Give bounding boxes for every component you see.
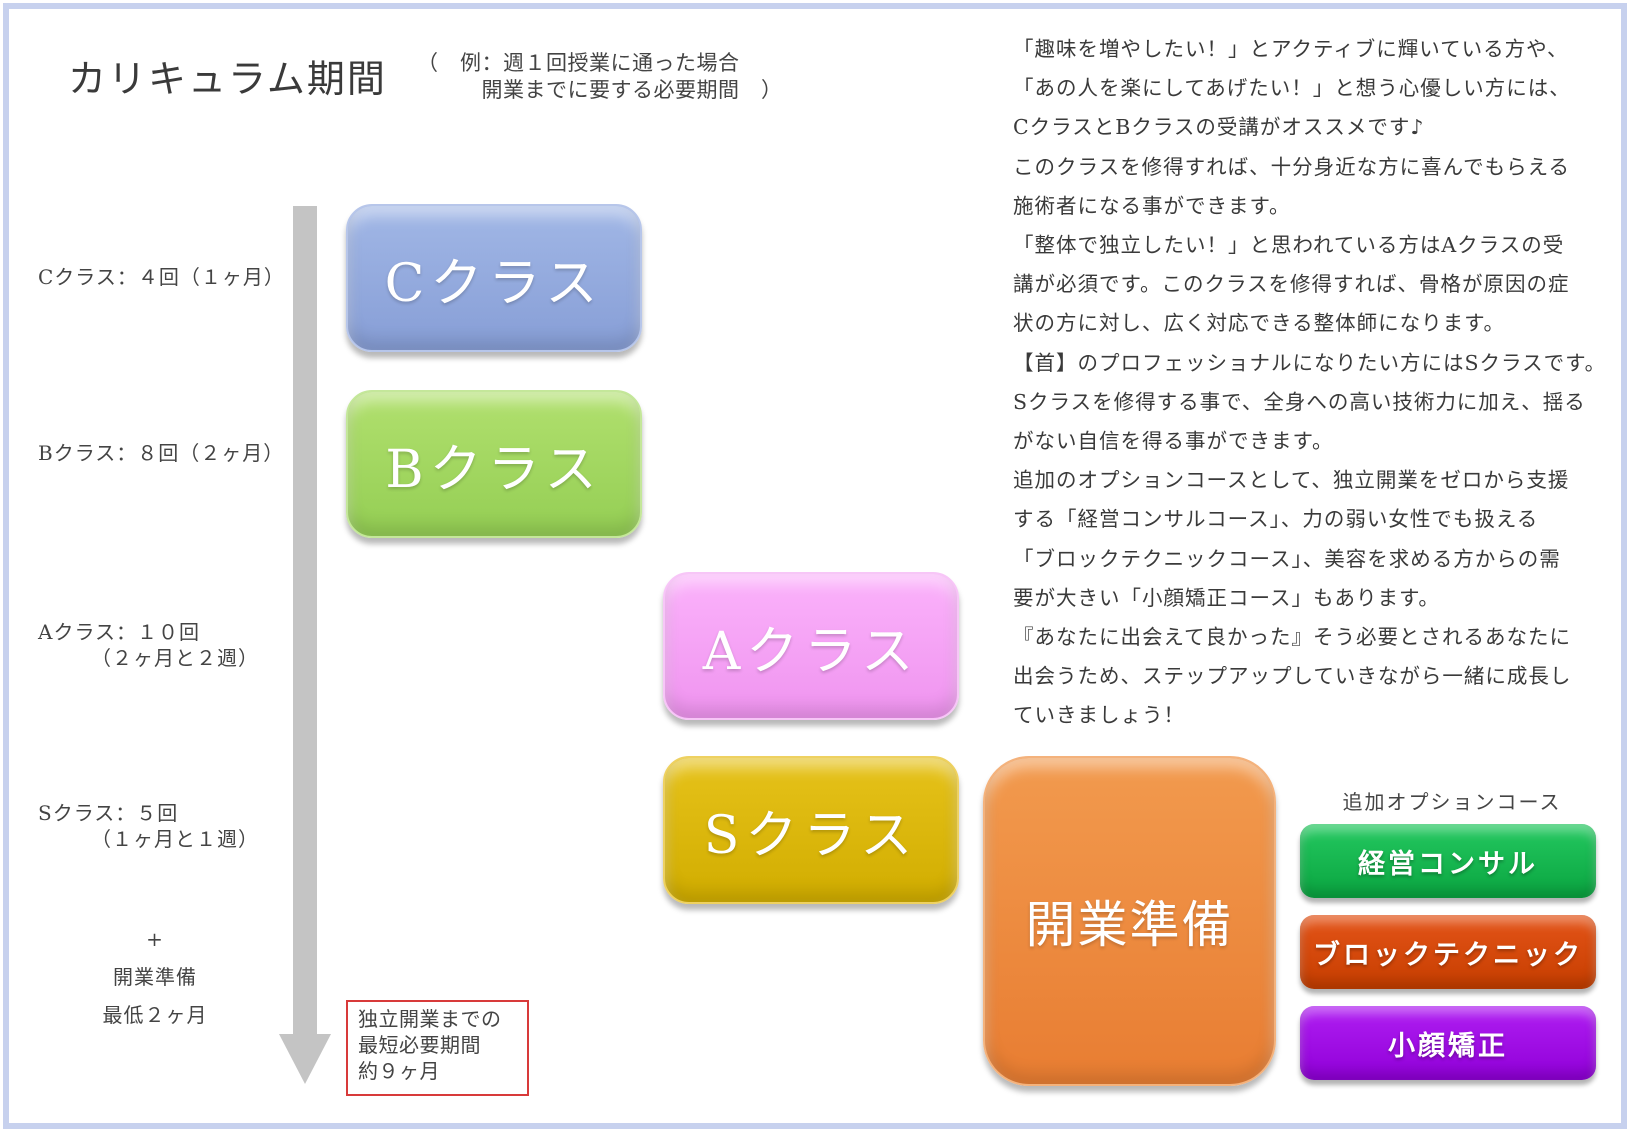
description-line: Sクラスを修得する事で、全身への高い技術力に加え、揺る [1013,389,1586,414]
class-a-box: Aクラス [663,572,959,720]
class-s-box: Sクラス [663,756,959,904]
timeline-label-b: Bクラス：８回（２ヶ月） [38,441,285,465]
description-text: 「趣味を増やしたい！」とアクティブに輝いている方や、「あの人を楽にしてあげたい！… [1013,30,1613,736]
timeline-label-a: Aクラス：１０回 （２ヶ月と２週） [38,620,259,670]
timeline-label-c: Cクラス：４回（１ヶ月） [38,265,285,289]
description-line: 「あの人を楽にしてあげたい！」と想う心優しい方には、 [1013,76,1571,101]
class-c-box: Cクラス [346,204,642,352]
description-line: 施術者になる事ができます。 [1013,193,1291,218]
title-note: （ 例：週１回授業に通った場合 開業までに要する必要期間 ） [417,51,783,102]
description-line: CクラスとBクラスの受講がオススメです♪ [1013,115,1425,140]
opening-prep-box: 開業準備 [983,756,1276,1086]
description-line: する「経営コンサルコース」、力の弱い女性でも扱える [1013,507,1539,532]
description-line: 追加のオプションコースとして、独立開業をゼロから支援 [1013,468,1570,493]
page-title: カリキュラム期間 [68,57,387,101]
class-b-box: Bクラス [346,390,642,538]
description-line: 『あなたに出会えて良かった』そう必要とされるあなたに [1013,625,1571,650]
minimum-period-note: 独立開業までの 最短必要期間 約９ヶ月 [346,1000,529,1096]
description-line: 講が必須です。このクラスを修得すれば、骨格が原因の症 [1013,272,1570,297]
description-line: 「ブロックテクニックコース」、美容を求める方からの需 [1013,546,1561,571]
option-small-face-button[interactable]: 小顔矯正 [1300,1006,1596,1080]
description-line: 要が大きい「小顔矯正コース」もあります。 [1013,585,1440,610]
description-line: がない自信を得る事ができます。 [1013,429,1334,454]
description-line: 状の方に対し、広く対応できる整体師になります。 [1013,311,1506,336]
description-line: 出会うため、ステップアップしていきながら一緒に成長し [1013,664,1572,689]
page-frame [3,3,1627,1129]
timeline-arrow-head-icon [279,1034,331,1084]
timeline-label-s: Sクラス：５回 （１ヶ月と１週） [38,801,259,851]
description-line: ていきましょう！ [1013,703,1185,728]
description-line: このクラスを修得すれば、十分身近な方に喜んでもらえる [1013,154,1570,179]
description-line: 「整体で独立したい！」と思われている方はAクラスの受 [1013,233,1565,258]
description-line: 【首】のプロフェッショナルになりたい方にはSクラスです。 [1013,350,1607,375]
option-heading: 追加オプションコース [1342,790,1562,814]
timeline-prep-label: + 開業準備 最低２ヶ月 [102,927,208,1027]
timeline-arrow-shaft [293,206,317,1034]
option-consulting-button[interactable]: 経営コンサル [1300,824,1596,898]
option-block-technique-button[interactable]: ブロックテクニック [1300,915,1596,989]
description-line: 「趣味を増やしたい！」とアクティブに輝いている方や、 [1013,37,1569,61]
